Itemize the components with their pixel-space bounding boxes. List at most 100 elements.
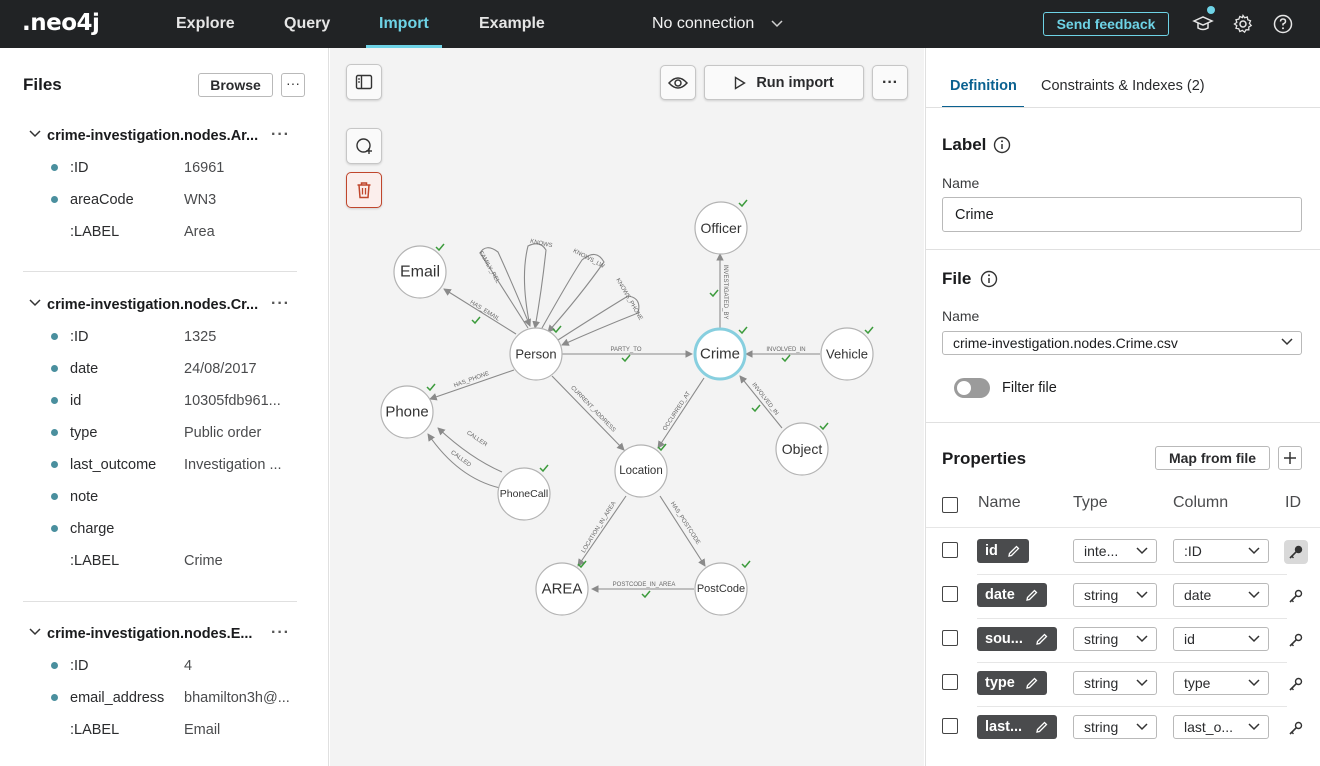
file-header[interactable]: crime-investigation.nodes.E... ··· [23, 622, 297, 650]
chevron-down-icon[interactable] [29, 130, 41, 138]
graph-edge[interactable] [557, 295, 640, 346]
row-checkbox[interactable] [942, 630, 958, 646]
graph-node-postcode[interactable]: PostCode [694, 562, 748, 616]
property-type-select[interactable]: inte... [1073, 539, 1157, 563]
row-checkbox[interactable] [942, 542, 958, 558]
tab-definition[interactable]: Definition [950, 78, 1017, 94]
tab-explore[interactable]: Explore [176, 15, 235, 32]
id-key-toggle[interactable] [1284, 716, 1308, 740]
file-more-button[interactable]: ··· [271, 295, 290, 312]
property-type-select[interactable]: string [1073, 671, 1157, 695]
info-icon[interactable] [993, 136, 1011, 154]
property-column-select[interactable]: type [1173, 671, 1269, 695]
graph-edge[interactable] [659, 495, 706, 567]
id-key-toggle[interactable] [1284, 540, 1308, 564]
gear-icon[interactable] [1231, 12, 1255, 36]
property-type-select[interactable]: string [1073, 715, 1157, 739]
graph-node-area[interactable]: AREA [535, 562, 589, 616]
toggle-sidebar-button[interactable] [346, 64, 382, 100]
file-more-button[interactable]: ··· [271, 624, 290, 641]
delete-button[interactable] [346, 172, 382, 208]
pencil-icon[interactable] [1025, 588, 1039, 602]
graph-node-location[interactable]: Location [614, 444, 668, 498]
tab-import[interactable]: Import [366, 0, 442, 48]
graph-node-phonecall[interactable]: PhoneCall [497, 467, 551, 521]
row-checkbox[interactable] [942, 586, 958, 602]
column-sample: 16961 [184, 160, 225, 176]
pencil-icon[interactable] [1025, 676, 1039, 690]
property-name-chip[interactable]: sou... [977, 627, 1057, 651]
property-name-chip[interactable]: id [977, 539, 1029, 563]
graph-node-vehicle[interactable]: Vehicle [820, 327, 874, 381]
filter-file-toggle[interactable] [954, 378, 990, 398]
row-checkbox[interactable] [942, 718, 958, 734]
graph-node-email[interactable]: Email [393, 245, 447, 299]
graph-edge[interactable] [437, 427, 503, 473]
canvas-more-button[interactable]: ··· [872, 65, 908, 100]
graph-edge[interactable] [541, 253, 605, 333]
add-property-button[interactable] [1278, 446, 1302, 470]
property-name-chip[interactable]: type [977, 671, 1047, 695]
file-more-button[interactable]: ··· [271, 126, 290, 143]
property-column-select[interactable]: date [1173, 583, 1269, 607]
graph-edge[interactable] [523, 243, 547, 329]
label-section-title: Label [942, 135, 987, 154]
id-key-toggle[interactable] [1284, 628, 1308, 652]
files-more-button[interactable]: ··· [281, 73, 305, 97]
select-all-checkbox[interactable] [942, 497, 958, 513]
graph-node-object[interactable]: Object [775, 422, 829, 476]
send-feedback-button[interactable]: Send feedback [1043, 12, 1169, 36]
id-key-toggle[interactable] [1284, 584, 1308, 608]
help-icon[interactable] [1271, 12, 1295, 36]
info-icon[interactable] [980, 270, 998, 288]
graph-model[interactable]: HAS_EMAIL PARTY_TO INVESTIGATED_BY INVOL… [330, 48, 924, 766]
tab-query[interactable]: Query [284, 15, 331, 32]
property-type-select[interactable]: string [1073, 627, 1157, 651]
file-select[interactable]: crime-investigation.nodes.Crime.csv [942, 331, 1302, 355]
graph-edge[interactable] [427, 433, 501, 489]
add-node-button[interactable] [346, 128, 382, 164]
graph-edge-labels: HAS_EMAIL PARTY_TO INVESTIGATED_BY INVOL… [449, 239, 805, 588]
graph-edge[interactable] [739, 375, 783, 429]
row-checkbox[interactable] [942, 674, 958, 690]
column-name: areaCode [70, 192, 134, 208]
graph-node-phone[interactable]: Phone [380, 385, 434, 439]
graph-edge[interactable] [657, 377, 705, 449]
graph-node-officer[interactable]: Officer [694, 201, 748, 255]
property-name-chip[interactable]: last... [977, 715, 1057, 739]
browse-button[interactable]: Browse [198, 73, 273, 97]
property-type: string [1084, 675, 1119, 691]
model-canvas[interactable]: HAS_EMAIL PARTY_TO INVESTIGATED_BY INVOL… [330, 48, 924, 766]
preview-button[interactable] [660, 65, 696, 100]
file-header[interactable]: crime-investigation.nodes.Cr... ··· [23, 293, 297, 321]
neo4j-logo[interactable]: .neo4j [22, 10, 100, 36]
id-key-toggle[interactable] [1284, 672, 1308, 696]
connection-dropdown[interactable]: No connection [652, 0, 783, 48]
graph-edge[interactable] [551, 375, 625, 451]
learn-icon[interactable] [1191, 12, 1215, 36]
property-column-select[interactable]: last_o... [1173, 715, 1269, 739]
pencil-icon[interactable] [1007, 544, 1021, 558]
tab-example[interactable]: Example [479, 15, 545, 32]
pencil-icon[interactable] [1035, 632, 1049, 646]
property-column-select[interactable]: id [1173, 627, 1269, 651]
graph-edge[interactable] [443, 288, 517, 335]
column-sample: 24/08/2017 [184, 361, 257, 377]
graph-node-person[interactable]: Person [509, 327, 563, 381]
graph-node-crime[interactable]: Crime [693, 327, 747, 381]
label-name-input[interactable]: Crime [942, 197, 1302, 232]
graph-edge[interactable] [577, 495, 627, 567]
graph-edge[interactable] [479, 247, 531, 329]
run-import-button[interactable]: Run import [704, 65, 864, 100]
chevron-down-icon[interactable] [29, 628, 41, 636]
graph-edge[interactable] [429, 369, 515, 401]
property-name-chip[interactable]: date [977, 583, 1047, 607]
property-column-select[interactable]: :ID [1173, 539, 1269, 563]
pencil-icon[interactable] [1035, 720, 1049, 734]
map-from-file-button[interactable]: Map from file [1155, 446, 1270, 470]
file-header[interactable]: crime-investigation.nodes.Ar... ··· [23, 124, 297, 152]
property-type-select[interactable]: string [1073, 583, 1157, 607]
tab-constraints-indexes[interactable]: Constraints & Indexes (2) [1041, 78, 1205, 94]
chevron-down-icon[interactable] [29, 299, 41, 307]
